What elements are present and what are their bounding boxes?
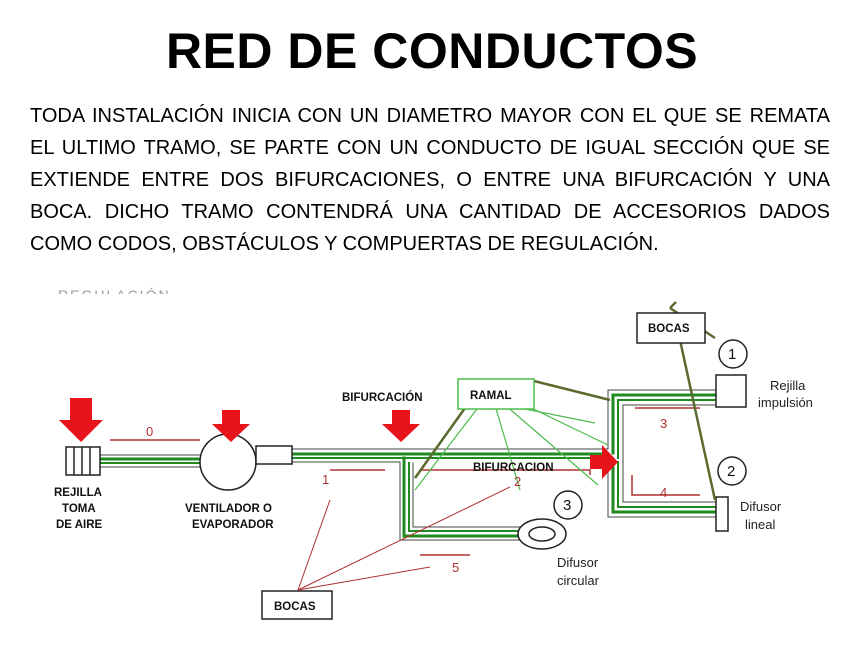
bocas-box-bottom: BOCAS	[261, 590, 333, 620]
label-difusor-circular-2: circular	[557, 573, 600, 588]
label-difusor-lineal-2: lineal	[745, 517, 775, 532]
svg-text:2: 2	[727, 463, 735, 480]
linear-diffuser	[715, 496, 729, 532]
red-arrows	[59, 398, 618, 479]
duct-section-0	[98, 454, 204, 468]
bocas-pointers	[297, 486, 511, 591]
section-number-1: 1	[322, 472, 329, 487]
outlet-number-3: 3	[553, 490, 583, 520]
label-rejilla-impulsion-2: impulsión	[758, 395, 813, 410]
label-rejilla-2: TOMA	[62, 503, 96, 515]
section-number-0: 0	[146, 424, 153, 439]
outlet-number-2: 2	[717, 456, 747, 486]
page-title: RED DE CONDUCTOS	[165, 23, 699, 79]
arrow-bifurcation	[382, 410, 420, 442]
label-difusor-lineal-1: Difusor	[740, 499, 782, 514]
arrow-bifurcation-2	[590, 445, 618, 479]
section-number-5: 5	[452, 560, 459, 575]
duct-riser	[607, 389, 717, 518]
arrow-intake	[59, 398, 103, 442]
label-ventilador-2: EVAPORADOR	[192, 519, 274, 531]
svg-text:BOCAS: BOCAS	[274, 601, 316, 613]
intake-grille	[65, 446, 101, 476]
svg-text:BOCAS: BOCAS	[648, 323, 690, 335]
section-number-2: 2	[514, 474, 521, 489]
duct-lines	[98, 389, 717, 541]
label-rejilla-3: DE AIRE	[56, 519, 103, 531]
label-bifurcacion-mid: BIFURCACION	[473, 462, 554, 474]
paragraph-text: TODA INSTALACIÓN INICIA CON UN DIAMETRO …	[30, 105, 830, 255]
label-difusor-circular-1: Difusor	[557, 555, 599, 570]
label-bifurcacion-top: BIFURCACIÓN	[342, 391, 423, 404]
ramal-box: RAMAL	[457, 378, 535, 410]
label-ventilador-1: VENTILADOR O	[185, 503, 272, 515]
svg-text:RAMAL: RAMAL	[470, 390, 512, 402]
arrow-fan	[212, 410, 250, 442]
supply-grille	[715, 374, 747, 408]
ramal-pointers	[414, 404, 609, 491]
svg-text:1: 1	[728, 346, 736, 363]
label-rejilla-impulsion-1: Rejilla	[770, 378, 806, 393]
duct-section-1	[288, 448, 610, 463]
bocas-box-top: BOCAS	[636, 312, 706, 344]
outlet-number-1: 1	[718, 339, 748, 369]
body-paragraph: TODA INSTALACIÓN INICIA CON UN DIAMETRO …	[30, 100, 830, 260]
section-number-3: 3	[660, 416, 667, 431]
circular-diffuser	[517, 518, 567, 550]
fan-unit	[199, 433, 293, 491]
svg-text:3: 3	[563, 497, 571, 514]
section-number-4: 4	[660, 485, 667, 500]
label-rejilla-1: REJILLA	[54, 487, 102, 499]
section-brackets	[110, 407, 700, 556]
